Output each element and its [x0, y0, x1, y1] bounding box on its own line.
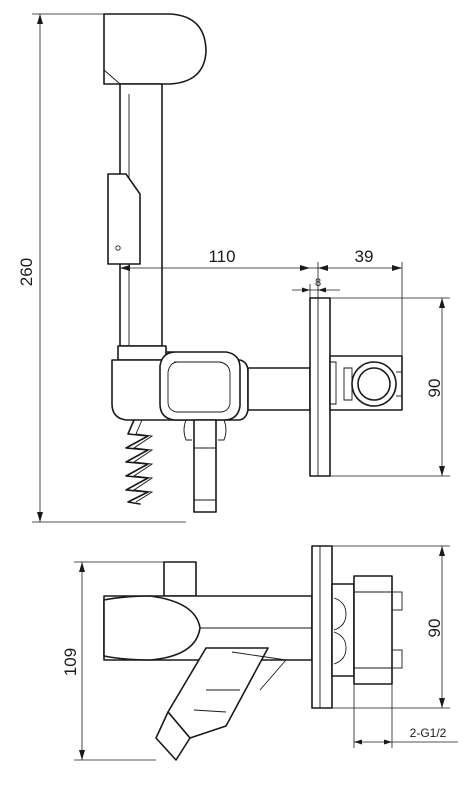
dim-depth: 109 — [61, 561, 164, 761]
outlet-nut-left — [183, 419, 192, 441]
arrow-top-plate-top — [439, 546, 445, 556]
valve-handle-face — [167, 361, 231, 413]
arrow-offset-left — [318, 265, 328, 271]
dim-plate-height-top: 90 — [332, 545, 450, 709]
label-plate-height-side: 90 — [425, 379, 444, 398]
top-body — [103, 561, 313, 761]
arrow-thread-right — [384, 739, 392, 745]
top-round-end — [103, 595, 201, 661]
arrow-top-plate-bottom — [439, 698, 445, 708]
label-depth: 109 — [61, 648, 80, 676]
label-wall-offset: 39 — [355, 247, 374, 266]
arrow-thread-left — [354, 739, 362, 745]
fitting-nut — [343, 367, 353, 401]
top-thread-upper — [391, 591, 403, 611]
arrow-gap-left — [302, 287, 310, 293]
top-outlet-side — [231, 651, 287, 691]
arrow-plate-top — [439, 298, 445, 308]
top-fitting-curve-upper — [333, 597, 347, 631]
outlet-nut-right — [218, 419, 227, 441]
dim-wall-offset: 39 — [310, 247, 403, 356]
top-view: 109 90 2-G1/2 — [61, 545, 458, 761]
label-height: 260 — [17, 258, 36, 286]
arrow-length-right — [300, 265, 310, 271]
dim-length: 110 — [120, 247, 310, 271]
plate-flange — [309, 297, 331, 477]
dim-plate-height-side: 90 — [330, 297, 450, 477]
hose-coil — [125, 419, 154, 505]
arrow-depth-top — [79, 562, 85, 572]
dim-plate-gap: 8 — [292, 277, 340, 298]
arrow-length-left — [120, 265, 130, 271]
head-taper-line — [103, 69, 121, 85]
label-plate-gap: 8 — [315, 277, 321, 289]
top-thread-lower — [391, 649, 403, 669]
wall-plate-side — [309, 297, 403, 477]
arrow-offset-right — [392, 265, 402, 271]
trigger-lever — [107, 173, 141, 265]
label-plate-height-top: 90 — [425, 619, 444, 638]
outlet-spout — [193, 419, 217, 513]
shower-head — [103, 13, 207, 85]
label-thread: 2-G1/2 — [410, 726, 447, 740]
arrow-bottom — [37, 512, 43, 522]
dim-height: 260 — [17, 13, 186, 523]
arrow-depth-bottom — [79, 750, 85, 760]
top-outlet-ring-2 — [193, 709, 227, 713]
arrow-top — [37, 14, 43, 24]
trigger-pin — [115, 245, 121, 251]
hose-zigzag-inner — [132, 419, 154, 503]
side-view: 260 110 39 8 — [17, 13, 450, 523]
holder-cradle — [117, 345, 167, 361]
fitting-inner-ring — [357, 367, 391, 401]
dim-thread: 2-G1/2 — [353, 684, 458, 748]
holder-body — [111, 345, 311, 513]
wall-arm — [247, 367, 311, 411]
plate-step — [330, 361, 337, 405]
arrow-gap-right — [318, 287, 326, 293]
arrow-plate-bottom — [439, 466, 445, 476]
hand-shower — [103, 13, 207, 347]
top-fitting-curve-lower — [333, 631, 347, 665]
top-plate-flange — [311, 545, 333, 709]
top-cap — [163, 561, 197, 597]
top-diagonal-outlet — [167, 647, 269, 739]
top-wall-plate — [311, 545, 403, 709]
label-length: 110 — [208, 247, 235, 266]
top-outlet-tip — [155, 711, 191, 761]
